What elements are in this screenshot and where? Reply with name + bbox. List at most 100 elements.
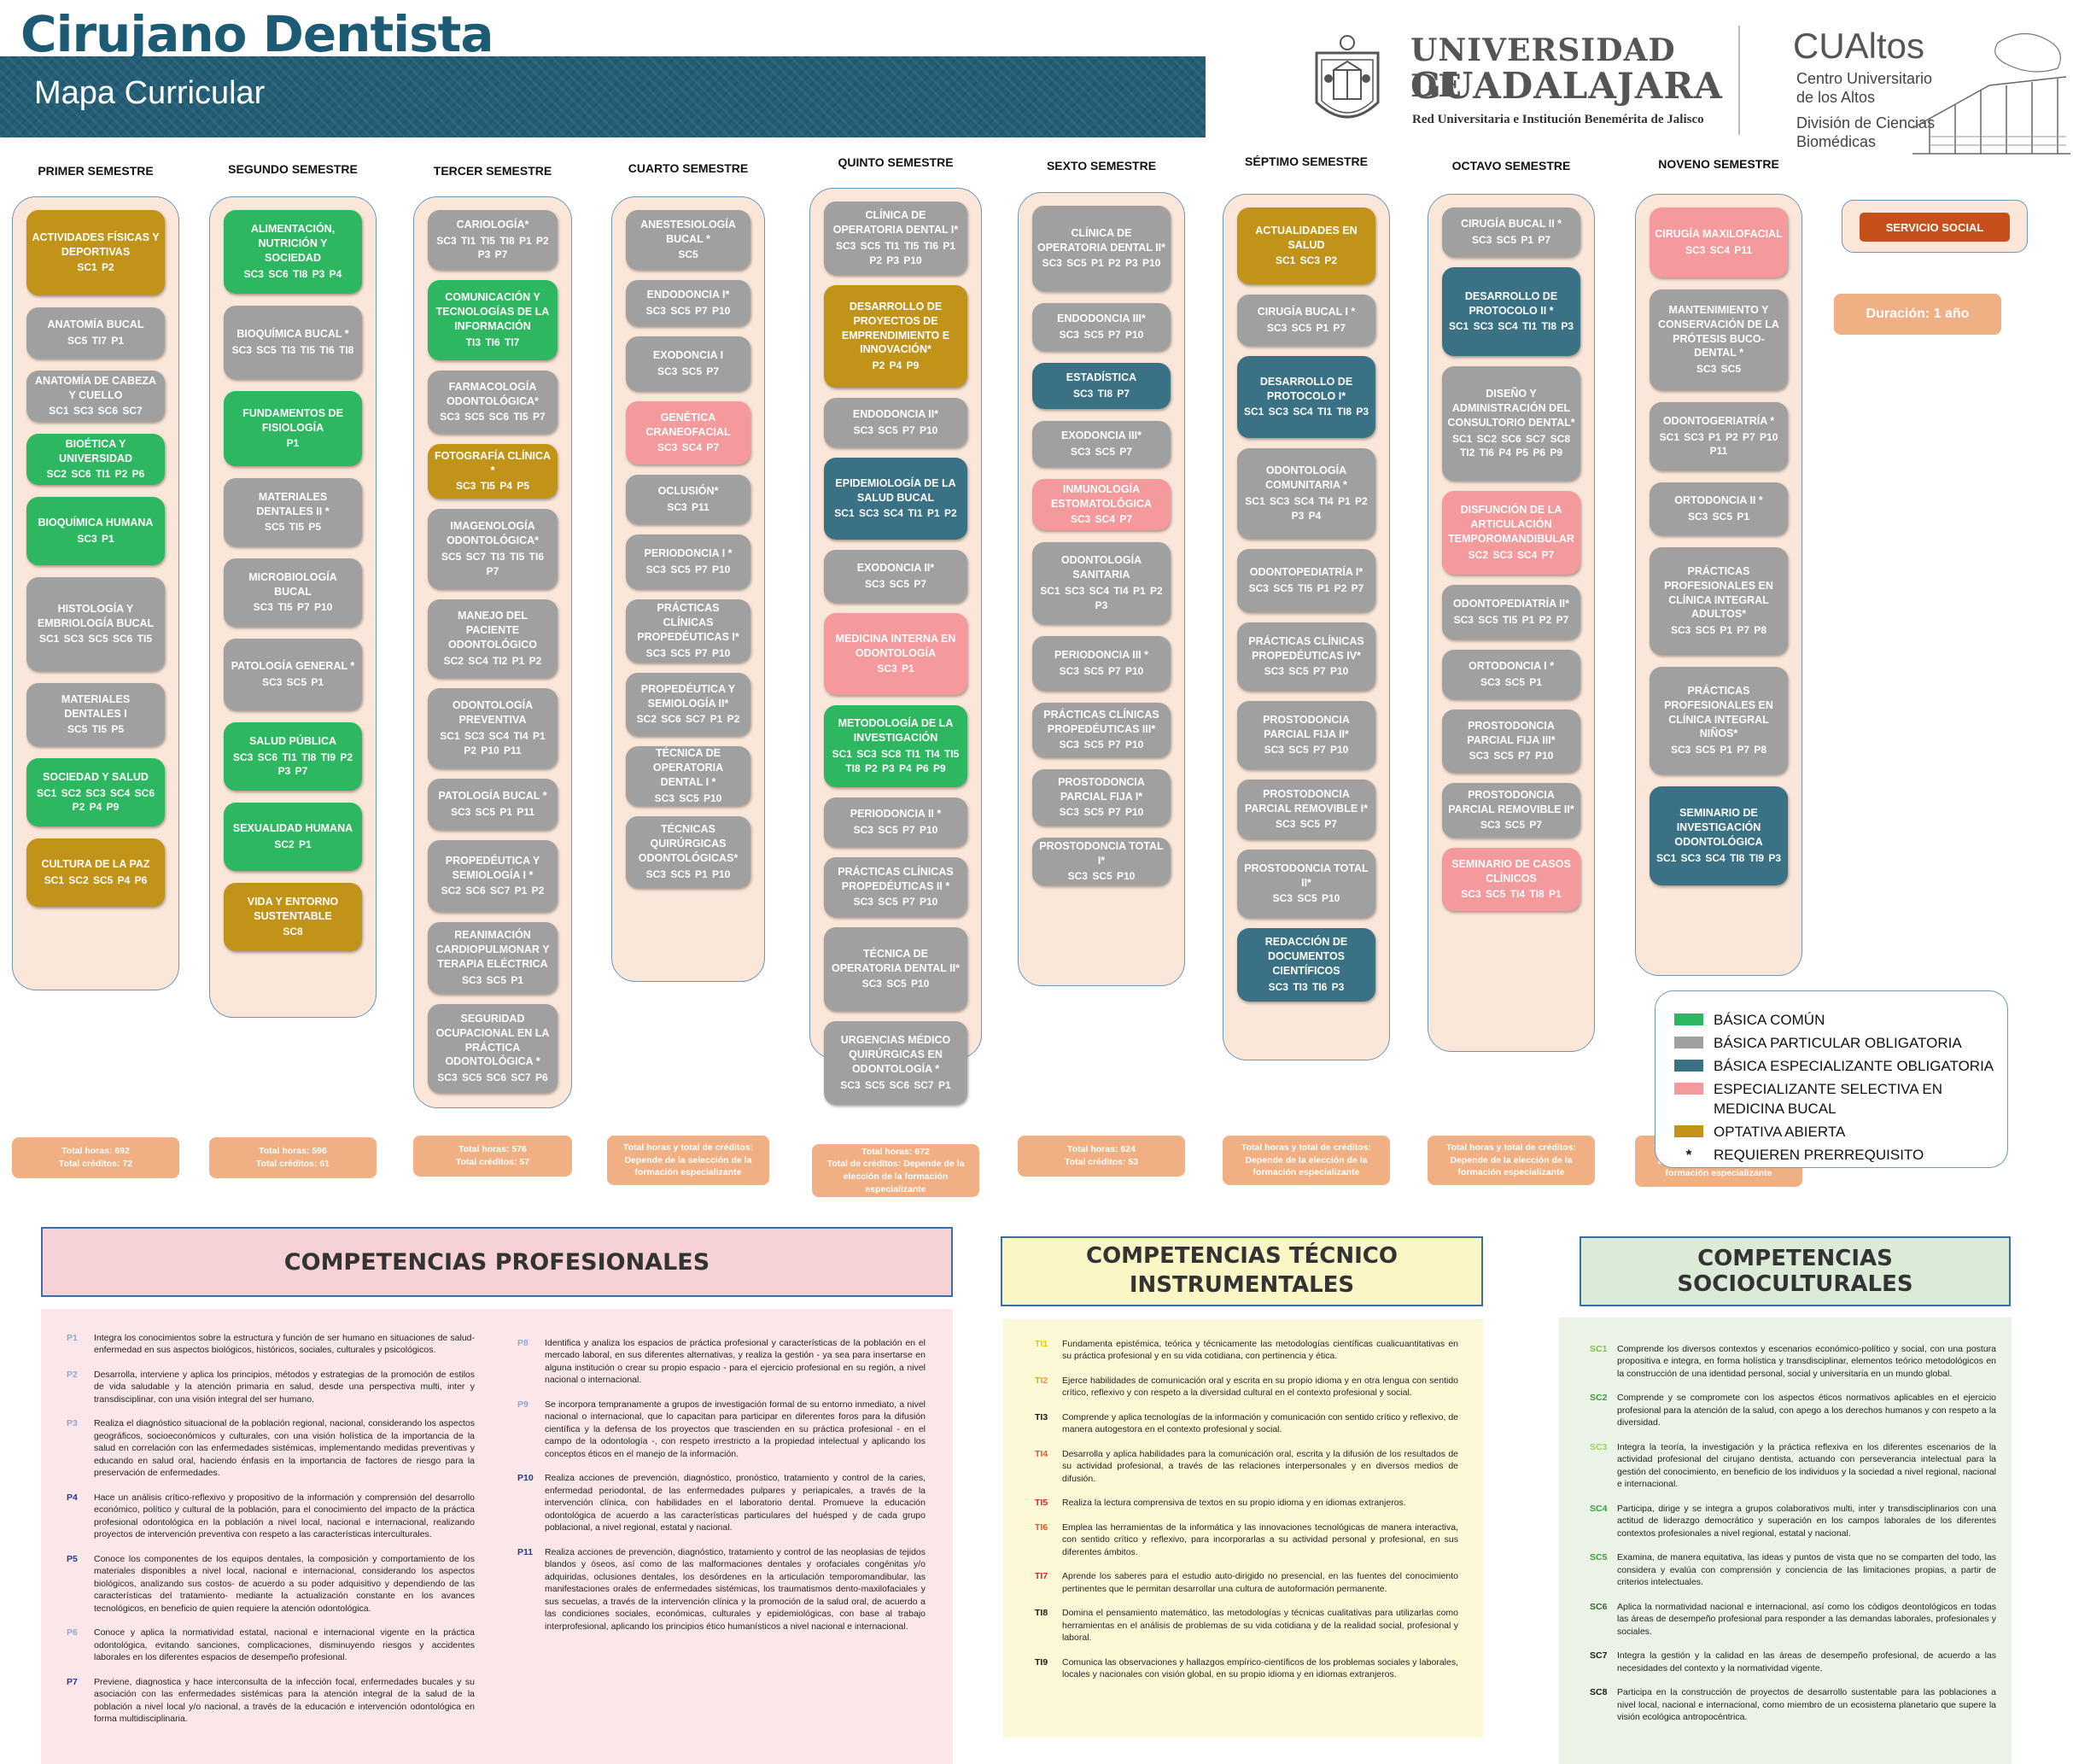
course-card[interactable]: SEGURIDAD OCUPACIONAL EN LA PRÁCTICA ODO… bbox=[428, 1004, 558, 1093]
course-name: COMUNICACIÓN Y TECNOLOGÍAS DE LA INFORMA… bbox=[435, 291, 550, 333]
course-card[interactable]: ENDODONCIA I*SC3 SC5 P7 P10 bbox=[626, 280, 750, 326]
course-card[interactable]: PRÁCTICAS PROFESIONALES EN CLÍNICA INTEG… bbox=[1650, 547, 1788, 655]
semester-heading: OCTAVO SEMESTRE bbox=[1451, 159, 1571, 172]
course-card[interactable]: PRÁCTICAS CLÍNICAS PROPEDÉUTICAS II *SC3… bbox=[824, 857, 967, 917]
course-card[interactable]: ENDODONCIA III*SC3 SC5 P7 P10 bbox=[1032, 303, 1171, 351]
course-card[interactable]: PROSTODONCIA PARCIAL REMOVIBLE I*SC3 SC5… bbox=[1237, 780, 1375, 839]
competency-key: SC6 bbox=[1590, 1601, 1608, 1612]
course-card[interactable]: PROSTODONCIA TOTAL II*SC3 SC5 P10 bbox=[1237, 850, 1375, 918]
course-name: CIRUGÍA MAXILOFACIAL bbox=[1655, 228, 1783, 241]
course-card[interactable]: CIRUGÍA BUCAL II *SC3 SC5 P1 P7 bbox=[1442, 207, 1580, 257]
course-card[interactable]: DISFUNCIÓN DE LA ARTICULACIÓN TEMPOROMAN… bbox=[1442, 491, 1580, 575]
course-card[interactable]: DESARROLLO DE PROYECTOS DE EMPRENDIMIENT… bbox=[824, 285, 967, 388]
course-card[interactable]: CARIOLOGÍA*SC3 TI1 TI5 TI8 P1 P2 P3 P7 bbox=[428, 210, 558, 270]
course-card[interactable]: CLÍNICA DE OPERATORIA DENTAL I*SC3 SC5 T… bbox=[824, 202, 967, 275]
course-card[interactable]: OCLUSIÓN*SC3 P11 bbox=[626, 475, 750, 524]
course-card[interactable]: PROSTODONCIA PARCIAL FIJA III*SC3 SC5 P7… bbox=[1442, 710, 1580, 773]
course-card[interactable]: EXODONCIA III*SC3 SC5 P7 bbox=[1032, 421, 1171, 467]
course-card[interactable]: PROSTODONCIA PARCIAL FIJA II*SC3 SC5 P7 … bbox=[1237, 701, 1375, 769]
course-card[interactable]: DESARROLLO DE PROTOCOLO I*SC1 SC3 SC4 TI… bbox=[1237, 356, 1375, 438]
legend-item: ESPECIALIZANTE SELECTIVA EN MEDICINA BUC… bbox=[1674, 1079, 2007, 1119]
title-banner: Mapa Curricular bbox=[0, 56, 1206, 137]
course-card[interactable]: ORTODONCIA II *SC3 SC5 P1 bbox=[1650, 482, 1788, 535]
course-card[interactable]: DISEÑO Y ADMINISTRACIÓN DEL CONSULTORIO … bbox=[1442, 366, 1580, 481]
course-card[interactable]: PERIODONCIA III *SC3 SC5 P7 P10 bbox=[1032, 636, 1171, 691]
course-card[interactable]: PROSTODONCIA PARCIAL FIJA I*SC3 SC5 P7 P… bbox=[1032, 769, 1171, 826]
course-card[interactable]: CLÍNICA DE OPERATORIA DENTAL II*SC3 SC5 … bbox=[1032, 206, 1171, 291]
course-card[interactable]: ODONTOLOGÍA COMUNITARIA *SC1 SC3 SC4 TI4… bbox=[1237, 448, 1375, 539]
course-card[interactable]: MATERIALES DENTALES II *SC5 TI5 P5 bbox=[224, 478, 362, 546]
course-card[interactable]: PRÁCTICAS CLÍNICAS PROPEDÉUTICAS I*SC3 S… bbox=[626, 599, 750, 663]
course-card[interactable]: REANIMACIÓN CARDIOPULMONAR Y TERAPIA ELÉ… bbox=[428, 922, 558, 994]
course-card[interactable]: ODONTOGERIATRÍA *SC1 SC3 P1 P2 P7 P10 P1… bbox=[1650, 402, 1788, 470]
course-card[interactable]: ANESTESIOLOGÍA BUCAL *SC5 bbox=[626, 210, 750, 270]
course-card[interactable]: PROSTODONCIA TOTAL I*SC3 SC5 P10 bbox=[1032, 838, 1171, 885]
course-card[interactable]: PROPEDÉUTICA Y SEMIOLOGÍA II*SC2 SC6 SC7… bbox=[626, 673, 750, 736]
course-card[interactable]: FARMACOLOGÍA ODONTOLÓGICA*SC3 SC5 SC6 TI… bbox=[428, 371, 558, 434]
course-name: PRÁCTICAS CLÍNICAS PROPEDÉUTICAS II * bbox=[838, 865, 954, 892]
course-card[interactable]: PRÁCTICAS PROFESIONALES EN CLÍNICA INTEG… bbox=[1650, 667, 1788, 774]
course-card[interactable]: PERIODONCIA I *SC3 SC5 P7 P10 bbox=[626, 534, 750, 589]
course-card[interactable]: EXODONCIA II*SC3 SC5 P7 bbox=[824, 550, 967, 603]
competency-key: P2 bbox=[67, 1369, 78, 1380]
course-card[interactable]: IMAGENOLOGÍA ODONTOLÓGICA*SC5 SC7 TI3 TI… bbox=[428, 509, 558, 589]
course-card[interactable]: URGENCIAS MÉDICO QUIRÚRGICAS EN ODONTOLO… bbox=[824, 1021, 967, 1105]
course-card[interactable]: PATOLOGÍA BUCAL *SC3 SC5 P1 P11 bbox=[428, 779, 558, 830]
course-card[interactable]: MANTENIMIENTO Y CONSERVACIÓN DE LA PRÓTE… bbox=[1650, 289, 1788, 390]
udg-tagline: Red Universitaria e Institución Beneméri… bbox=[1412, 113, 1704, 126]
semester-totals: Total horas y total de créditos: Depende… bbox=[1428, 1136, 1595, 1185]
competency-text: Identifica y analiza los espacios de prá… bbox=[545, 1338, 926, 1386]
course-name: EXODONCIA III* bbox=[1061, 429, 1142, 442]
course-card[interactable]: ORTODONCIA I *SC3 SC5 P1 bbox=[1442, 650, 1580, 699]
course-card[interactable]: PRÁCTICAS CLÍNICAS PROPEDÉUTICAS IV*SC3 … bbox=[1237, 622, 1375, 691]
course-card[interactable]: FOTOGRAFÍA CLÍNICA *SC3 TI5 P4 P5 bbox=[428, 444, 558, 499]
course-card[interactable]: PATOLOGÍA GENERAL *SC3 SC5 P1 bbox=[224, 639, 362, 710]
course-card[interactable]: TÉCNICA DE OPERATORIA DENTAL I *SC3 SC5 … bbox=[626, 746, 750, 806]
course-card[interactable]: PROPEDÉUTICA Y SEMIOLOGÍA I *SC2 SC6 SC7… bbox=[428, 840, 558, 912]
course-card[interactable]: PRÁCTICAS CLÍNICAS PROPEDÉUTICAS III*SC3… bbox=[1032, 703, 1171, 757]
course-card[interactable]: BIOQUÍMICA BUCAL *SC3 SC5 TI3 TI5 TI6 TI… bbox=[224, 306, 362, 379]
course-card[interactable]: TÉCNICA DE OPERATORIA DENTAL II*SC3 SC5 … bbox=[824, 927, 967, 1011]
course-card[interactable]: PROSTODONCIA PARCIAL REMOVIBLE II*SC3 SC… bbox=[1442, 783, 1580, 838]
course-card[interactable]: PERIODONCIA II *SC3 SC5 P7 P10 bbox=[824, 797, 967, 847]
course-card[interactable]: DESARROLLO DE PROTOCOLO II *SC1 SC3 SC4 … bbox=[1442, 267, 1580, 356]
course-card[interactable]: CIRUGÍA BUCAL I *SC3 SC5 P1 P7 bbox=[1237, 295, 1375, 346]
course-card[interactable]: COMUNICACIÓN Y TECNOLOGÍAS DE LA INFORMA… bbox=[428, 280, 558, 360]
course-card[interactable]: ODONTOPEDIATRÍA I*SC3 SC5 TI5 P1 P2 P7 bbox=[1237, 549, 1375, 612]
course-card[interactable]: TÉCNICAS QUIRÚRGICAS ODONTOLÓGICAS*SC3 S… bbox=[626, 816, 750, 888]
course-card[interactable]: ODONTOPEDIATRÍA II*SC3 SC5 TI5 P1 P2 P7 bbox=[1442, 585, 1580, 640]
course-name: PROSTODONCIA TOTAL I* bbox=[1039, 839, 1164, 867]
course-card[interactable]: ENDODONCIA II*SC3 SC5 P7 P10 bbox=[824, 398, 967, 447]
